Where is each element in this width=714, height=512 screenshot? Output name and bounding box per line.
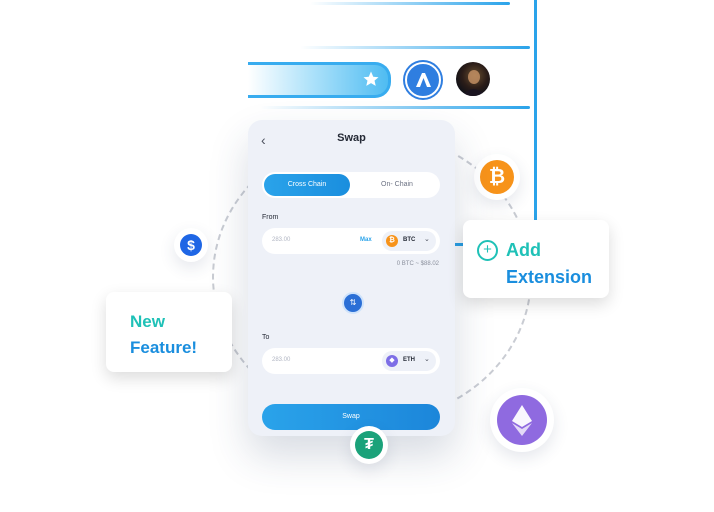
feature-line-2: Feature! [130, 338, 198, 357]
to-coin-name: ETH [403, 357, 415, 363]
star-icon[interactable] [362, 70, 380, 88]
from-coin-select[interactable]: ₿ BTC ⌄ [382, 231, 436, 251]
speed-line [310, 2, 510, 5]
ethereum-mini-icon: ◆ [386, 355, 398, 367]
plus-circle-icon: + [477, 240, 498, 261]
extension-line-2: Extension [506, 267, 593, 287]
swap-arrows-icon[interactable]: ⇅ [342, 292, 364, 314]
app-logo-icon[interactable] [405, 62, 441, 98]
to-label: To [262, 334, 270, 341]
chevron-down-icon: ⌄ [424, 236, 430, 243]
max-button[interactable]: Max [360, 237, 372, 243]
feature-line-1: New [130, 312, 165, 331]
swap-panel: ‹ Swap Cross Chain On- Chain From 283.00… [248, 120, 455, 436]
to-coin-select[interactable]: ◆ ETH ⌄ [382, 351, 436, 371]
chain-toggle: Cross Chain On- Chain [262, 172, 440, 198]
from-balance: 0 BTC ~ $88.02 [396, 261, 439, 267]
tether-icon: ₮ [355, 431, 383, 459]
from-amount-field[interactable]: 283.00 Max ₿ BTC ⌄ [262, 228, 440, 254]
speed-line [260, 106, 530, 109]
dollar-coin: $ [174, 228, 208, 262]
to-amount-input[interactable]: 283.00 [272, 357, 291, 363]
new-feature-card: New Feature! [106, 292, 232, 372]
swap-button[interactable]: Swap [262, 404, 440, 430]
ethereum-icon [497, 395, 547, 445]
from-amount-input[interactable]: 283.00 [272, 237, 291, 243]
chevron-left-icon[interactable]: ‹ [261, 132, 266, 148]
tab-cross-chain[interactable]: Cross Chain [264, 174, 350, 196]
to-amount-field[interactable]: 283.00 ◆ ETH ⌄ [262, 348, 440, 374]
dollar-icon: $ [180, 234, 202, 256]
bitcoin-mini-icon: ₿ [386, 235, 398, 247]
speed-line [300, 46, 530, 49]
from-coin-name: BTC [403, 237, 416, 243]
bitcoin-coin: ₿ [474, 154, 520, 200]
address-bar[interactable] [248, 62, 391, 98]
add-extension-card[interactable]: + Add Extension [463, 220, 609, 298]
page-title: Swap [337, 132, 366, 144]
tether-coin: ₮ [350, 426, 388, 464]
from-label: From [262, 214, 279, 221]
ethereum-coin [490, 388, 554, 452]
bitcoin-icon: ₿ [480, 160, 514, 194]
chevron-down-icon: ⌄ [424, 356, 430, 363]
tab-on-chain[interactable]: On- Chain [381, 181, 413, 188]
extension-line-1: Add [506, 240, 541, 260]
user-avatar[interactable] [456, 62, 490, 96]
